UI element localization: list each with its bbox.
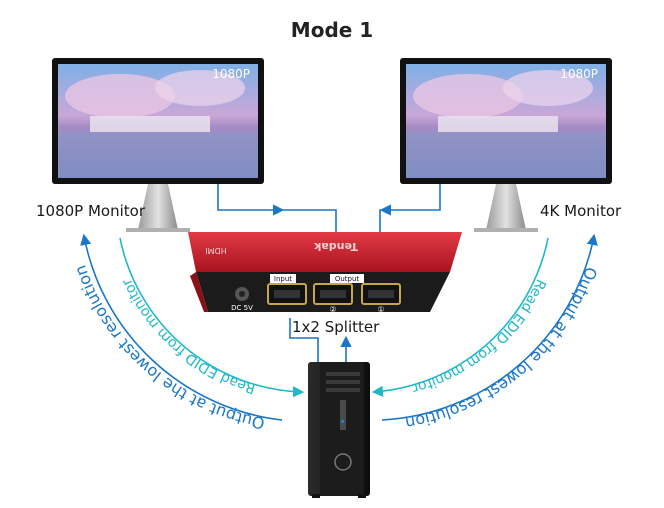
left-monitor [52, 58, 264, 232]
right-flow-arrows [371, 233, 598, 421]
output-port-label: Output [335, 275, 360, 283]
input-cable [289, 318, 352, 362]
output-2-label: ② [329, 305, 336, 314]
right-screen-badge: 1080P [560, 67, 598, 81]
left-screen-badge: 1080P [212, 67, 250, 81]
input-port-label: Input [274, 275, 292, 283]
power-port-label: DC 5V [231, 304, 253, 312]
splitter-label: 1x2 Splitter [292, 318, 380, 336]
hdmi-splitter [188, 232, 462, 312]
pc-tower [308, 362, 370, 498]
splitter-brand: Tendak [313, 240, 358, 253]
output-1-label: ① [377, 305, 384, 314]
left-flow-arrows [80, 233, 305, 421]
diagram-title: Mode 1 [290, 18, 374, 42]
right-monitor-label: 4K Monitor [540, 202, 622, 220]
right-monitor [400, 58, 612, 232]
splitter-brand-sub: HDMI [205, 246, 226, 255]
left-monitor-label: 1080P Monitor [36, 202, 146, 220]
